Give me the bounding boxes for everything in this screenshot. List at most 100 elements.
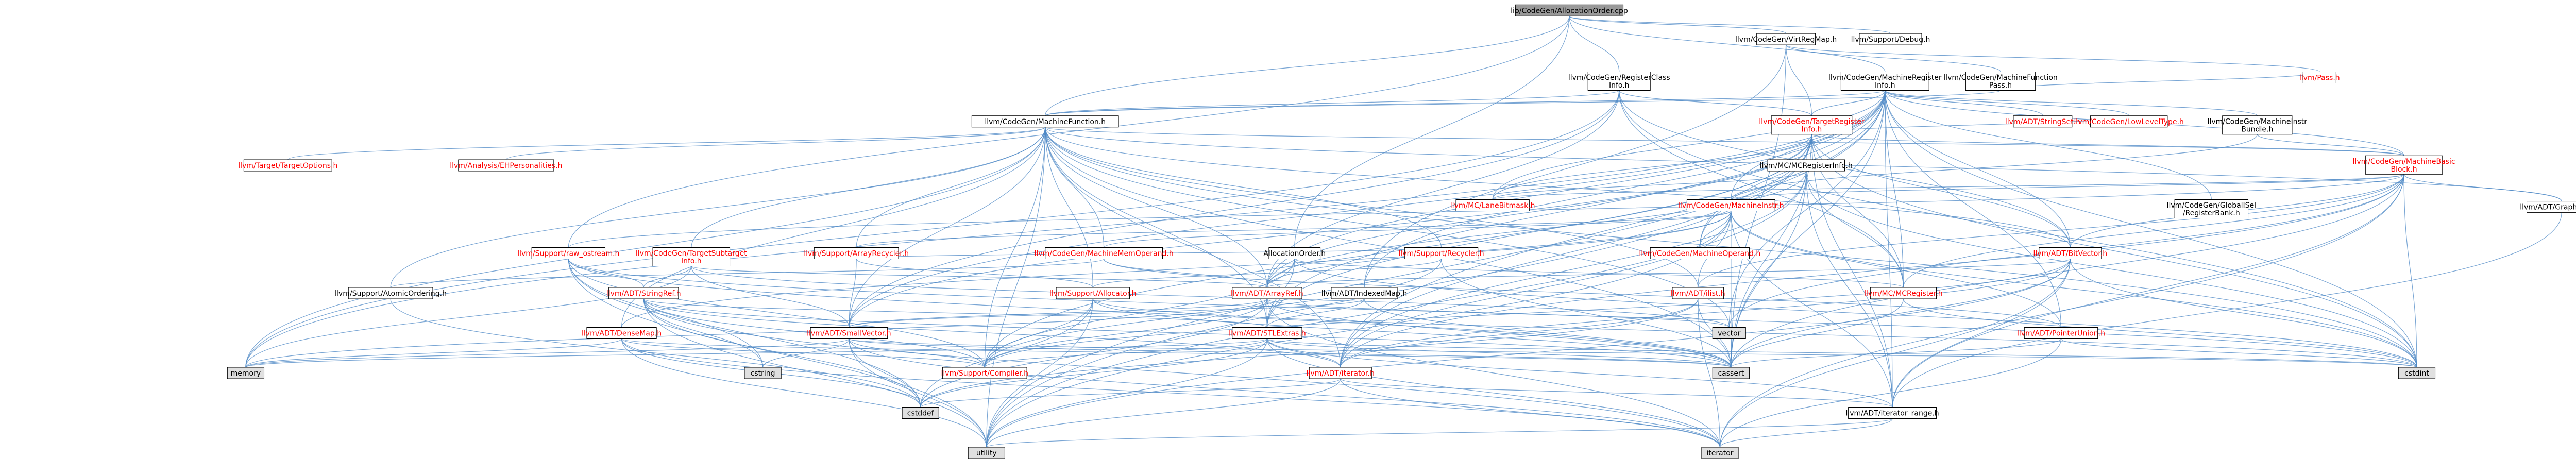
edge-mbb-to-lanebm [1492, 174, 2404, 200]
node-debug[interactable]: llvm/Support/Debug.h [1851, 33, 1930, 45]
node-box [586, 327, 657, 339]
edge-idxmap-to-stlext [1266, 298, 1365, 328]
node-mmo[interactable]: llvm/CodeGen/MachineMemOperand.h [1035, 247, 1174, 259]
node-box [1045, 247, 1163, 259]
edge-arec-to-alloc [856, 259, 1093, 288]
node-strref[interactable]: llvm/ADT/StringRef.h [606, 287, 681, 299]
edge-mf-to-mmo [1045, 127, 1105, 248]
node-pass[interactable]: llvm/Pass.h [2299, 72, 2340, 83]
node-stlext[interactable]: llvm/ADT/STLExtras.h [1228, 327, 1306, 339]
node-label: llvm/CodeGen/LowLevelType.h [2074, 118, 2184, 126]
node-arec[interactable]: llvm/Support/ArrayRecycler.h [804, 247, 909, 259]
edge-stlext-to-compiler [984, 338, 1267, 368]
node-idxmap[interactable]: llvm/ADT/IndexedMap.h [1321, 287, 1408, 299]
node-box [1232, 327, 1302, 339]
node-rawos[interactable]: llvm/Support/raw_ostream.h [517, 247, 619, 259]
node-grb[interactable]: llvm/CodeGen/GlobalISel/RegisterBank.h [2167, 199, 2257, 218]
edge-tri-to-bitv [1811, 134, 2071, 248]
node-label: llvm/ADT/ArrayRef.h [1231, 290, 1303, 298]
node-label: llvm/CodeGen/MachineRegister [1828, 74, 1942, 82]
node-box [1686, 199, 1775, 211]
edge-stlext-to-cstddef [920, 338, 1267, 408]
edge-stlext-to-itrange [1266, 338, 1893, 408]
edge-bitv-to-utility [986, 259, 2071, 448]
edge-idxmap-to-cassert [1364, 298, 1732, 368]
edge-idxmap-to-smallv [849, 298, 1365, 328]
node-label: Info.h [1609, 81, 1630, 90]
edge-mf-to-dmap [621, 127, 1046, 328]
node-arrref[interactable]: llvm/ADT/ArrayRef.h [1231, 287, 1303, 299]
node-ptrun[interactable]: llvm/ADT/PointerUnion.h [2017, 327, 2105, 339]
node-cassert[interactable]: cassert [1712, 367, 1750, 379]
edge-rci-to-memory [245, 90, 1620, 368]
edge-mib-to-mi [1731, 134, 2258, 200]
node-label: iterator [1706, 449, 1733, 457]
edge-mf-to-atom [390, 127, 1046, 288]
node-label: llvm/ADT/ilist.h [1671, 290, 1725, 298]
edge-mf-to-memory [245, 127, 1046, 368]
edge-itrange-to-utility [986, 418, 1893, 448]
edge-bitv-to-arrref [1266, 258, 2071, 288]
node-cstddef[interactable]: cstddef [902, 407, 939, 419]
edge-rci-to-mcreg [1619, 90, 1904, 288]
node-iterator[interactable]: iterator [1701, 447, 1739, 459]
node-ilist[interactable]: llvm/ADT/ilist.h [1671, 287, 1725, 299]
node-mf[interactable]: llvm/CodeGen/MachineFunction.h [971, 115, 1119, 128]
node-cstdint[interactable]: cstdint [2398, 367, 2436, 379]
node-itrange[interactable]: llvm/ADT/iterator_range.h [1845, 407, 1939, 419]
node-label: AllocationOrder.h [1263, 250, 1326, 258]
node-mcri[interactable]: llvm/MC/MCRegisterInfo.h [1760, 159, 1853, 172]
edge-smallv-to-compiler [849, 338, 985, 368]
node-vrm[interactable]: llvm/CodeGen/VirtRegMap.h [1735, 33, 1837, 45]
edge-mib-to-mbb [2257, 134, 2404, 156]
node-mo[interactable]: llvm/CodeGen/MachineOperand.h [1639, 247, 1760, 259]
edge-root-to-debug [1569, 15, 1891, 34]
node-ehp[interactable]: llvm/Analysis/EHPersonalities.h [450, 159, 562, 172]
edge-mri-to-idxmap [1364, 90, 1886, 288]
node-dmap[interactable]: llvm/ADT/DenseMap.h [582, 327, 662, 339]
node-llt[interactable]: llvm/CodeGen/LowLevelType.h [2074, 115, 2184, 128]
node-box [1515, 4, 1624, 16]
edge-alloc-to-cstdint [1092, 298, 2417, 368]
edge-mcreg-to-cstdint [1903, 298, 2417, 368]
node-tto[interactable]: llvm/Target/TargetOptions.h [238, 159, 337, 172]
node-root[interactable]: lib/CodeGen/AllocationOrder.cpp [1511, 4, 1628, 16]
node-box [2174, 199, 2249, 218]
edge-mri-to-memory [245, 90, 1886, 368]
node-gt[interactable]: llvm/ADT/GraphTraits.h [2520, 201, 2576, 213]
node-smallv[interactable]: llvm/ADT/SmallVector.h [807, 327, 891, 339]
node-ao[interactable]: AllocationOrder.h [1263, 247, 1326, 259]
node-strset[interactable]: llvm/ADT/StringSet.h [2005, 115, 2080, 128]
node-label: llvm/ADT/BitVector.h [2033, 250, 2107, 258]
node-mi[interactable]: llvm/CodeGen/MachineInstr.h [1678, 199, 1784, 211]
edge-tsi-to-memory [245, 266, 692, 368]
node-lanebm[interactable]: llvm/MC/LaneBitmask.h [1450, 199, 1535, 211]
node-label: llvm/Support/Recycler.h [1398, 250, 1484, 258]
edge-ptrun-to-cassert [1731, 338, 2062, 368]
node-memory[interactable]: memory [227, 367, 265, 379]
node-iter[interactable]: llvm/ADT/iterator.h [1307, 367, 1375, 379]
edge-mmo-to-ptrun [1104, 259, 2062, 328]
edge-mri-to-mib [1885, 90, 2258, 116]
node-label: llvm/ADT/StringRef.h [606, 290, 681, 298]
node-atom[interactable]: llvm/Support/AtomicOrdering.h [334, 287, 447, 299]
node-box [243, 159, 332, 172]
node-utility[interactable]: utility [968, 447, 1005, 459]
edge-rawos-to-cstddef [568, 259, 921, 408]
node-compiler[interactable]: llvm/Support/Compiler.h [941, 367, 1029, 379]
edge-mbb-to-cstdint [2403, 174, 2417, 368]
node-rec[interactable]: llvm/Support/Recycler.h [1398, 247, 1484, 259]
edge-mf-to-smallv [849, 127, 1046, 328]
node-vector[interactable]: vector [1712, 327, 1746, 339]
node-mcreg[interactable]: llvm/MC/MCRegister.h [1864, 287, 1943, 299]
node-alloc[interactable]: llvm/Support/Allocator.h [1049, 287, 1137, 299]
node-cstring[interactable]: cstring [744, 367, 782, 379]
node-bitv[interactable]: llvm/ADT/BitVector.h [2033, 247, 2107, 259]
